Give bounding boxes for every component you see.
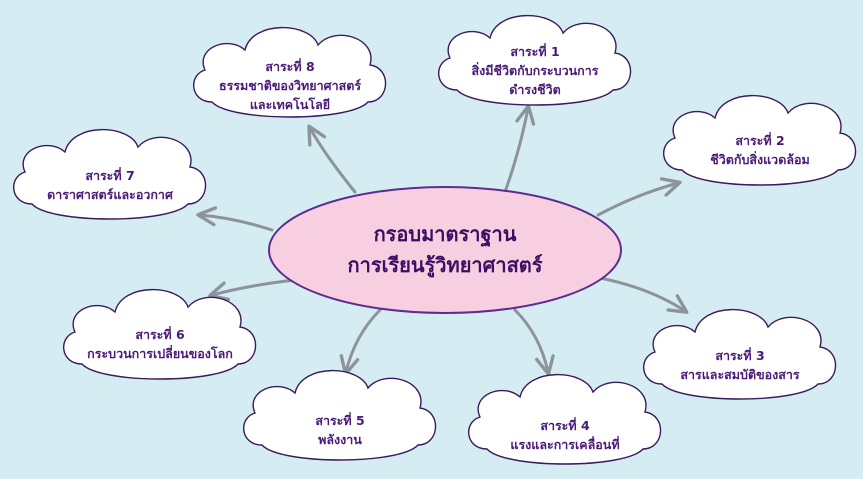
strand-3-text-1: สารและสมบัติของสาร xyxy=(680,367,800,382)
center-title: กรอบมาตราฐาน การเรียนรู้วิทยาศาสตร์ xyxy=(285,219,605,281)
strand-2-label: สาระที่ 2 ชีวิตกับสิ่งแวดล้อม xyxy=(660,131,860,169)
cloud-strand-8 xyxy=(192,26,387,118)
center-ellipse xyxy=(268,186,622,314)
cloud-strand-2 xyxy=(662,94,857,186)
strand-6-label: สาระที่ 6 กระบวนการเปลี่ยนของโลก xyxy=(60,325,260,363)
strand-1-title: สาระที่ 1 xyxy=(510,44,560,59)
arrows xyxy=(196,104,689,376)
cloud-strand-5 xyxy=(242,369,437,461)
center-title-line-2: การเรียนรู้วิทยาศาสตร์ xyxy=(347,253,543,277)
strand-6-title: สาระที่ 6 xyxy=(135,327,185,342)
strand-3-title: สาระที่ 3 xyxy=(715,348,765,363)
strand-2-text-1: ชีวิตกับสิ่งแวดล้อม xyxy=(710,152,810,167)
arrow-to-strand-2 xyxy=(596,177,682,217)
strand-1-label: สาระที่ 1 สิ่งมีชีวิตกับกระบวนการ ดำรงชี… xyxy=(435,42,635,99)
cloud-strand-6 xyxy=(62,288,257,380)
strand-1-text-1: สิ่งมีชีวิตกับกระบวนการ xyxy=(471,63,599,78)
cloud-strand-3 xyxy=(642,308,837,400)
strand-4-title: สาระที่ 4 xyxy=(540,418,590,433)
arrow-to-strand-5 xyxy=(339,308,382,376)
strand-2-title: สาระที่ 2 xyxy=(735,133,785,148)
arrow-to-strand-3 xyxy=(598,276,689,314)
cloud-strand-4 xyxy=(467,373,662,465)
strand-8-text-1: ธรรมชาติของวิทยาศาสตร์ xyxy=(218,78,362,93)
strand-3-label: สาระที่ 3 สารและสมบัติของสาร xyxy=(640,346,840,384)
cloud-strand-1 xyxy=(437,14,632,106)
strand-7-title: สาระที่ 7 xyxy=(85,168,135,183)
strand-8-text-2: และเทคโนโลยี xyxy=(249,97,331,112)
strand-4-text-1: แรงและการเคลื่อนที่ xyxy=(510,437,620,452)
strand-8-title: สาระที่ 8 xyxy=(265,59,315,74)
arrow-to-strand-8 xyxy=(307,124,357,194)
center-title-line-1: กรอบมาตราฐาน xyxy=(373,222,517,246)
strand-7-text-1: ดาราศาสตร์และอวกาศ xyxy=(47,187,173,202)
arrow-to-strand-7 xyxy=(196,206,274,232)
strand-5-label: สาระที่ 5 พลังงาน xyxy=(240,411,440,449)
arrow-to-strand-6 xyxy=(208,278,297,302)
strand-6-text-1: กระบวนการเปลี่ยนของโลก xyxy=(87,346,233,361)
arrow-to-strand-4 xyxy=(513,308,555,376)
arrow-to-strand-1 xyxy=(503,104,536,194)
strand-8-label: สาระที่ 8 ธรรมชาติของวิทยาศาสตร์ และเทคโ… xyxy=(190,57,390,114)
strand-4-label: สาระที่ 4 แรงและการเคลื่อนที่ xyxy=(465,416,665,454)
strand-7-label: สาระที่ 7 ดาราศาสตร์และอวกาศ xyxy=(10,166,210,204)
strand-5-text-1: พลังงาน xyxy=(318,432,362,447)
strand-1-text-2: ดำรงชีวิต xyxy=(509,82,561,97)
strand-5-title: สาระที่ 5 xyxy=(315,413,365,428)
cloud-strand-7 xyxy=(12,128,207,220)
